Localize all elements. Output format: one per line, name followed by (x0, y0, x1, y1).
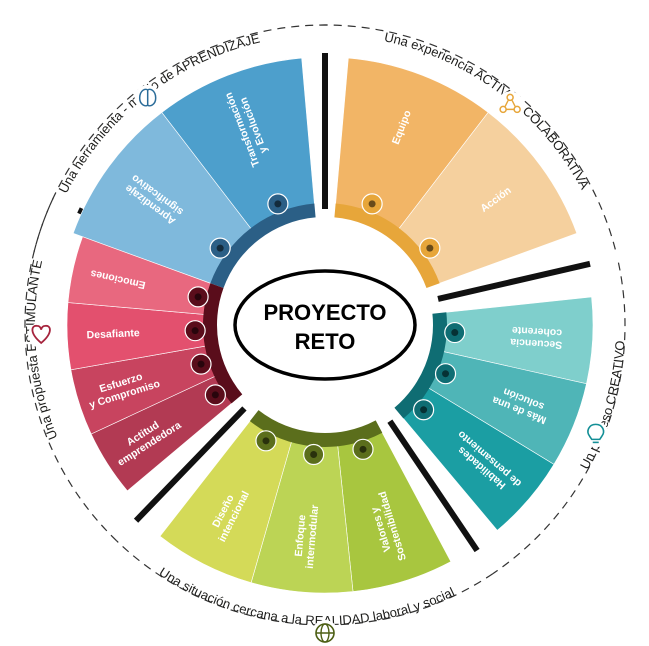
knob-dot-center (368, 200, 376, 208)
connector-bar (133, 406, 247, 523)
lightbulb-icon (582, 421, 609, 448)
connector-bars (77, 53, 591, 553)
connector-bar (387, 419, 480, 553)
knob-dot-center (274, 200, 282, 208)
knob-dot-center (420, 406, 428, 414)
knob-dot-center (194, 293, 202, 301)
brain-icon (134, 85, 161, 112)
dashed-arc (319, 24, 617, 253)
knob-dot-center (310, 451, 318, 459)
heart-icon (28, 321, 55, 348)
knob-dots (184, 193, 466, 466)
segment-label-line: Enfoque (293, 514, 309, 557)
center-title-line1: PROYECTO (263, 300, 386, 325)
dashed-arc (116, 540, 494, 626)
band-creativo (394, 312, 447, 419)
knob-dot-center (216, 244, 224, 252)
segment-label-line: Desafiante (86, 327, 140, 341)
knob-dot-center (451, 329, 459, 337)
segment-label-line: intermodular (304, 504, 322, 569)
segment-label-line: coherente (511, 324, 562, 339)
knob-dot-center (197, 360, 205, 368)
segment-label: Enfoqueintermodular (292, 503, 322, 569)
segment-label: Desafiante (86, 327, 140, 341)
center-ellipse (233, 269, 417, 381)
connector-bar (437, 260, 591, 302)
band-estimulante (202, 283, 243, 404)
knob-dot-center (426, 244, 434, 252)
knob-dot-center (442, 370, 450, 378)
dashed-arc (24, 193, 118, 542)
knob-dot-center (191, 327, 199, 335)
band-aprendizaje (210, 203, 316, 289)
arc-label-estimulante: Una propuesta ESTIMULANTE (23, 258, 60, 442)
group-icons (28, 85, 609, 646)
segment-label-line: Secuencia (510, 336, 563, 351)
globe-icon (312, 620, 338, 646)
dashed-arc (492, 262, 626, 575)
knob-dot-center (359, 445, 367, 453)
center-ellipse-group: PROYECTO RETO (233, 269, 417, 381)
band-colaborativa (334, 203, 440, 289)
center-title-line2: RETO (295, 329, 356, 354)
network-icon (497, 91, 524, 118)
segment-label: Secuenciacoherente (510, 324, 563, 351)
band-social (249, 410, 383, 447)
segments (66, 57, 594, 594)
inner-bands (202, 203, 447, 447)
knob-dot-center (262, 437, 270, 445)
knob-dot-center (211, 391, 219, 399)
arc-label-text: Una propuesta ESTIMULANTE (23, 258, 60, 442)
